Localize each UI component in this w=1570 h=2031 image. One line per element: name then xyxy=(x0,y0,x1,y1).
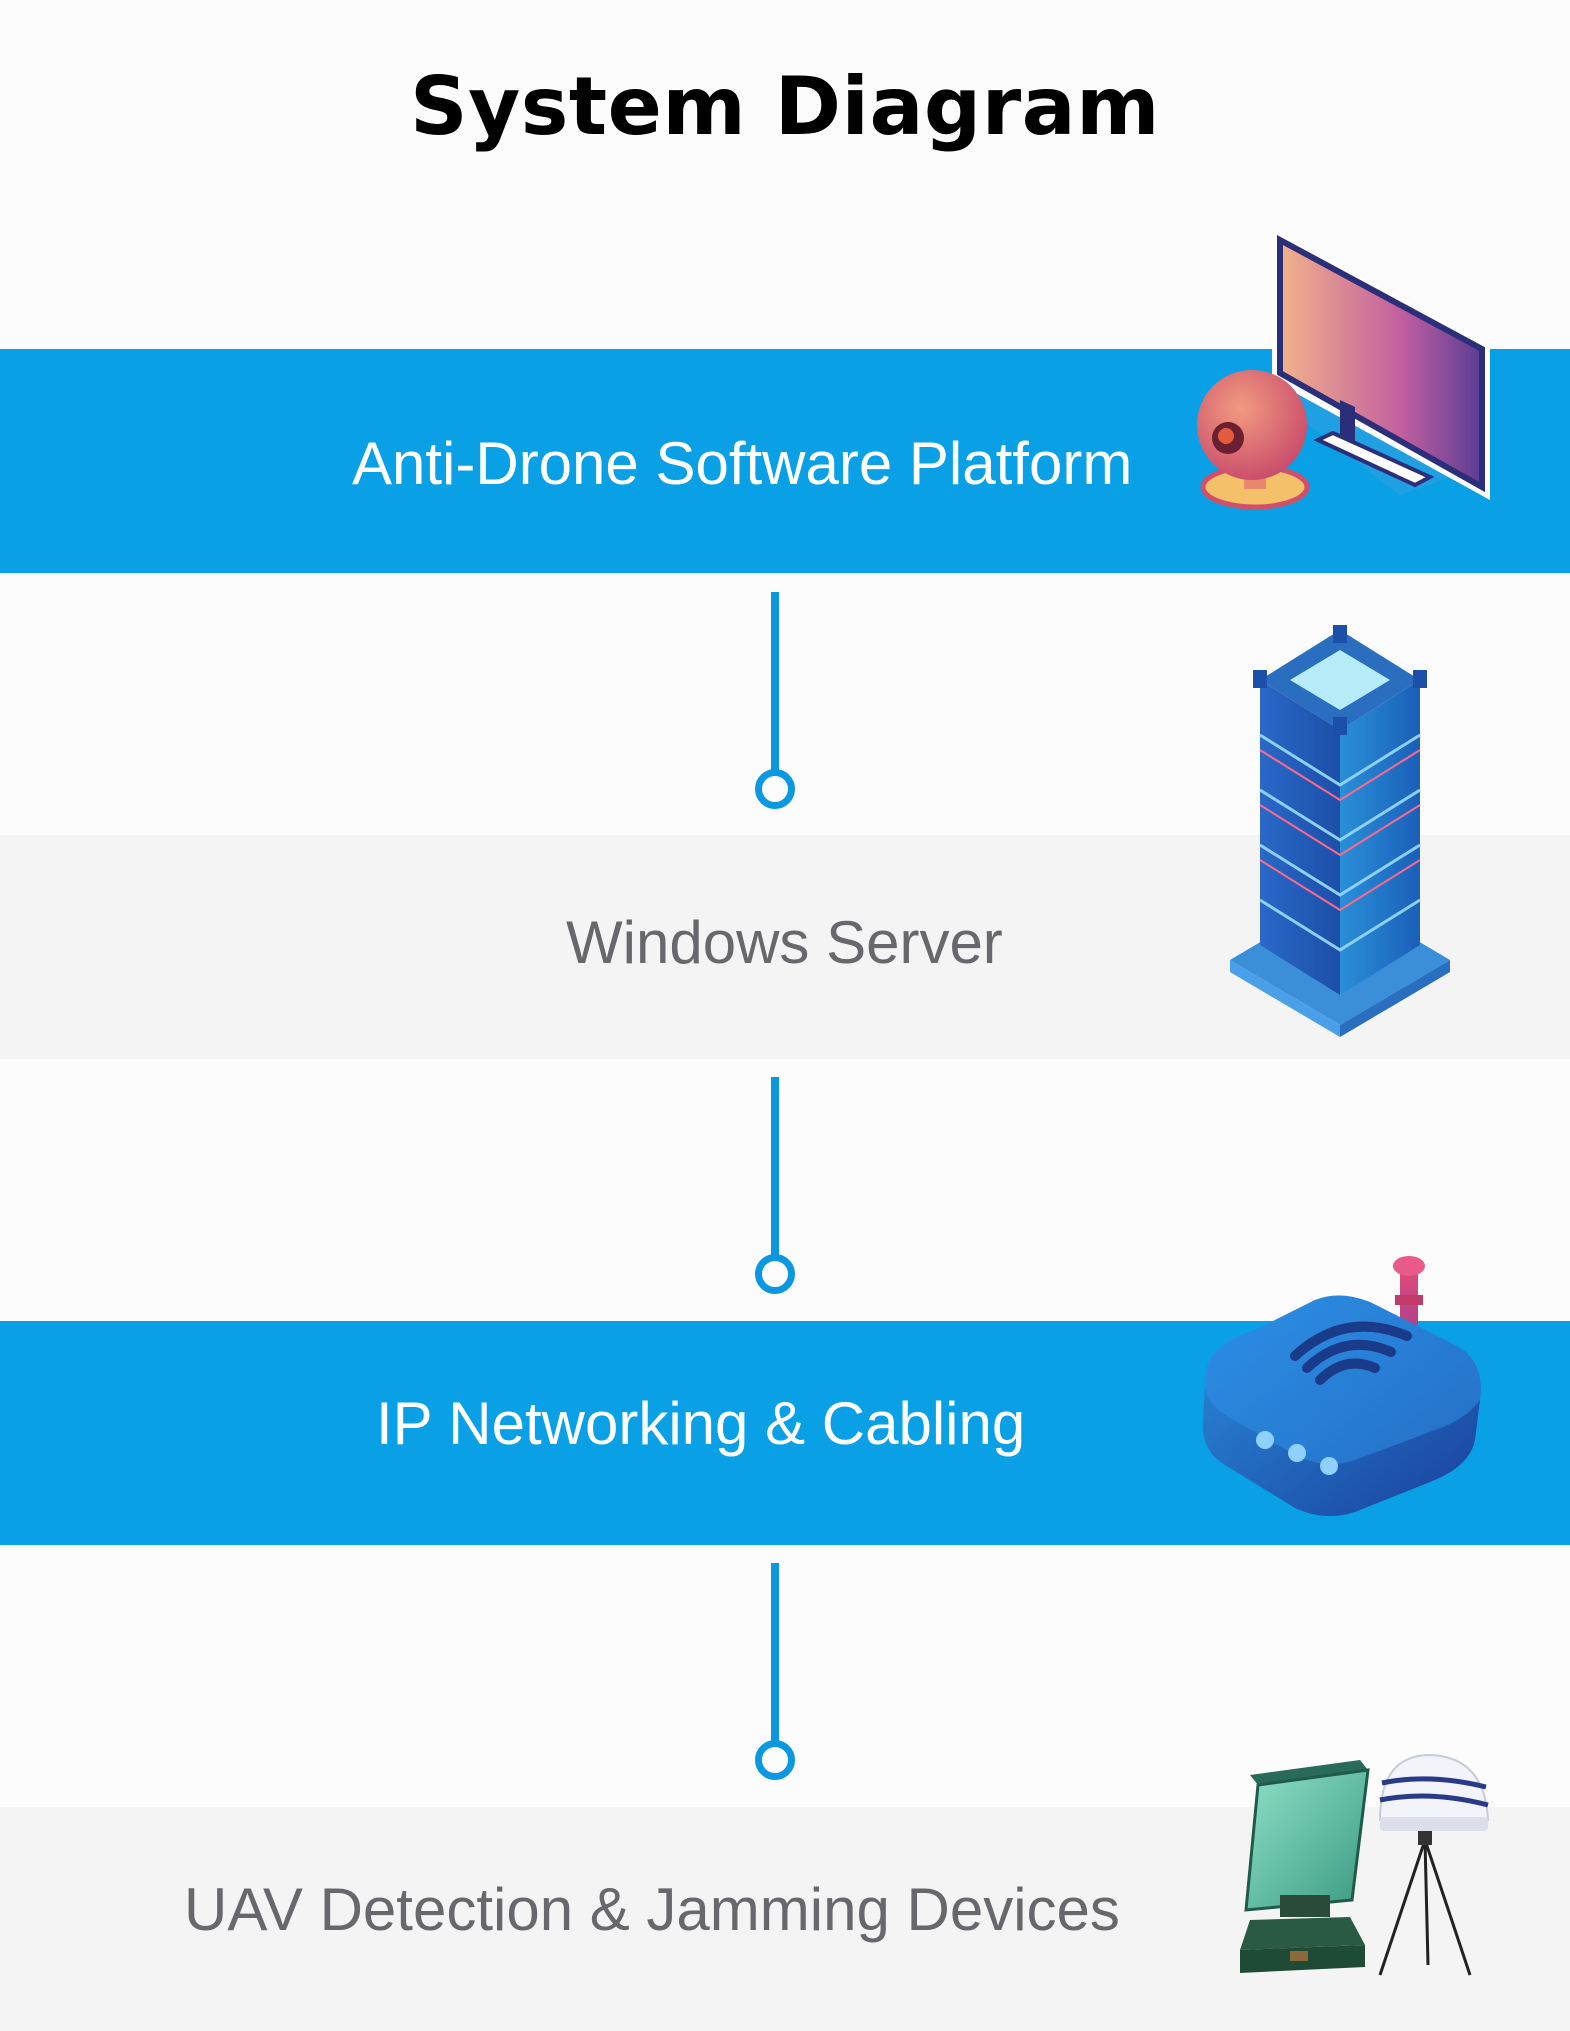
connector-1 xyxy=(755,592,795,817)
connector-2 xyxy=(755,1077,795,1302)
connector-line xyxy=(771,592,779,777)
connector-line xyxy=(771,1563,779,1748)
radar-jammer-icon xyxy=(1240,1753,1490,1976)
layer-label: Anti-Drone Software Platform xyxy=(352,430,1133,497)
connector-node xyxy=(755,1740,795,1780)
connector-node xyxy=(755,769,795,809)
layer-label: UAV Detection & Jamming Devices xyxy=(184,1876,1120,1943)
wifi-router-icon xyxy=(1202,1256,1481,1517)
layer-label: Windows Server xyxy=(566,909,1003,976)
monitor-camera-icon xyxy=(1197,230,1490,510)
layer-label: IP Networking & Cabling xyxy=(376,1390,1026,1457)
page-title: System Diagram xyxy=(410,60,1160,153)
connector-node xyxy=(755,1254,795,1294)
connector-3 xyxy=(755,1563,795,1788)
connector-line xyxy=(771,1077,779,1262)
server-tower-icon xyxy=(1230,625,1450,1037)
